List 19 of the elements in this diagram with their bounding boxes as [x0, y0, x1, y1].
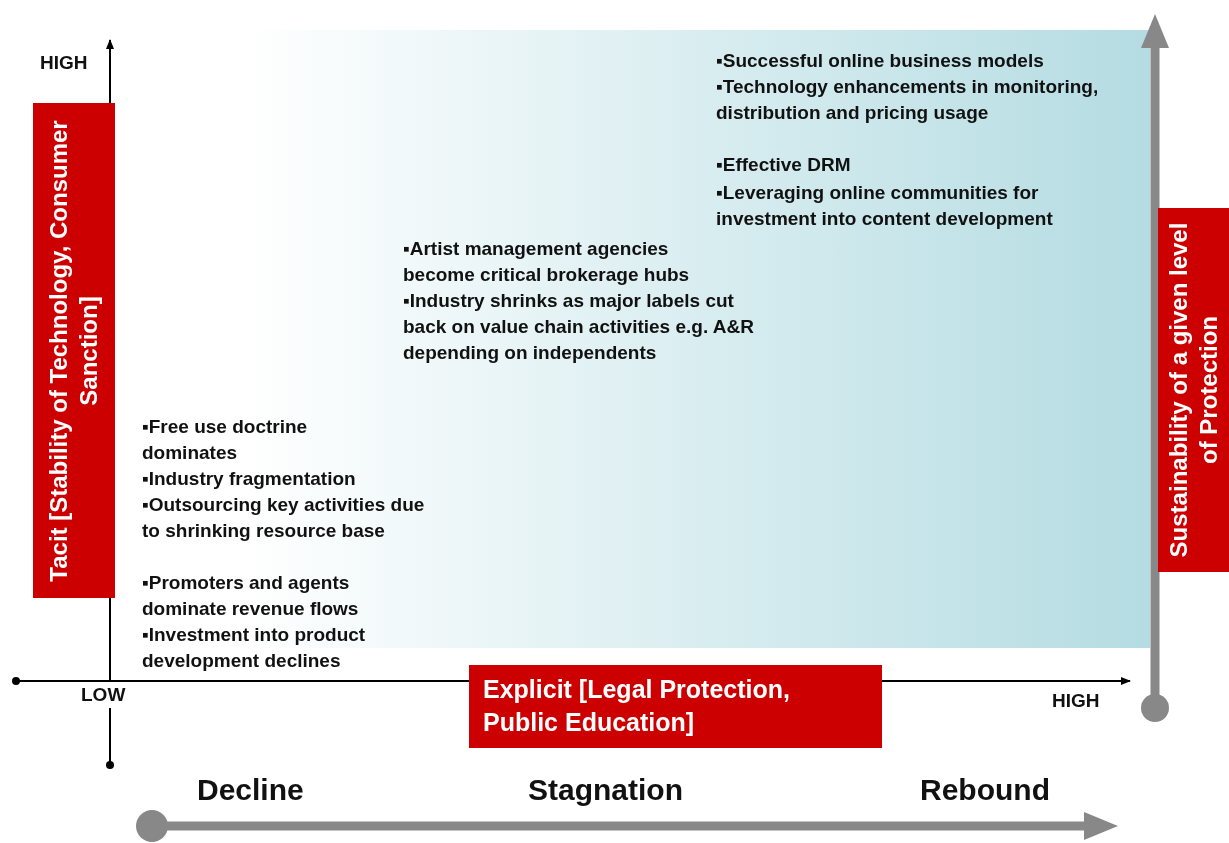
bullet-text: ▪Free use doctrine dominates: [142, 415, 309, 465]
bullet-text: ▪Technology enhancements in monitoring, distribution and pricing usage: [716, 75, 1100, 125]
bullet-text: ▪Industry fragmentation: [142, 467, 356, 491]
axis-label: HIGH: [40, 51, 88, 75]
bullet-text: ▪Outsourcing key activities due to shrinking resource base: [142, 493, 426, 543]
phase-label: Rebound: [920, 772, 1050, 808]
bullet-text: ▪Leveraging online communities for investment into content development: [716, 181, 1054, 231]
phase-label: Stagnation: [528, 772, 683, 808]
bullet-text: ▪Investment into product development declines: [142, 623, 367, 673]
label-box: Sustainability of a given level of Protection: [1158, 208, 1229, 572]
label-box: Explicit [Legal Protection, Public Education]: [469, 665, 882, 748]
bullet-text: ▪Industry shrinks as major labels cut back on value chain activities e.g. A&R depending on independents: [403, 289, 755, 365]
label-box: Tacit [Stability of Technology, Consumer Sanction]: [33, 103, 115, 598]
axis-label: HIGH: [1052, 689, 1100, 713]
bullet-text: ▪Successful online business models: [716, 49, 1044, 73]
phase-label: Decline: [197, 772, 304, 808]
bullet-text: ▪Artist management agencies become critical brokerage hubs: [403, 237, 691, 287]
bullet-text: ▪Promoters and agents dominate revenue flows: [142, 571, 360, 621]
bullet-text: ▪Effective DRM: [716, 153, 851, 177]
